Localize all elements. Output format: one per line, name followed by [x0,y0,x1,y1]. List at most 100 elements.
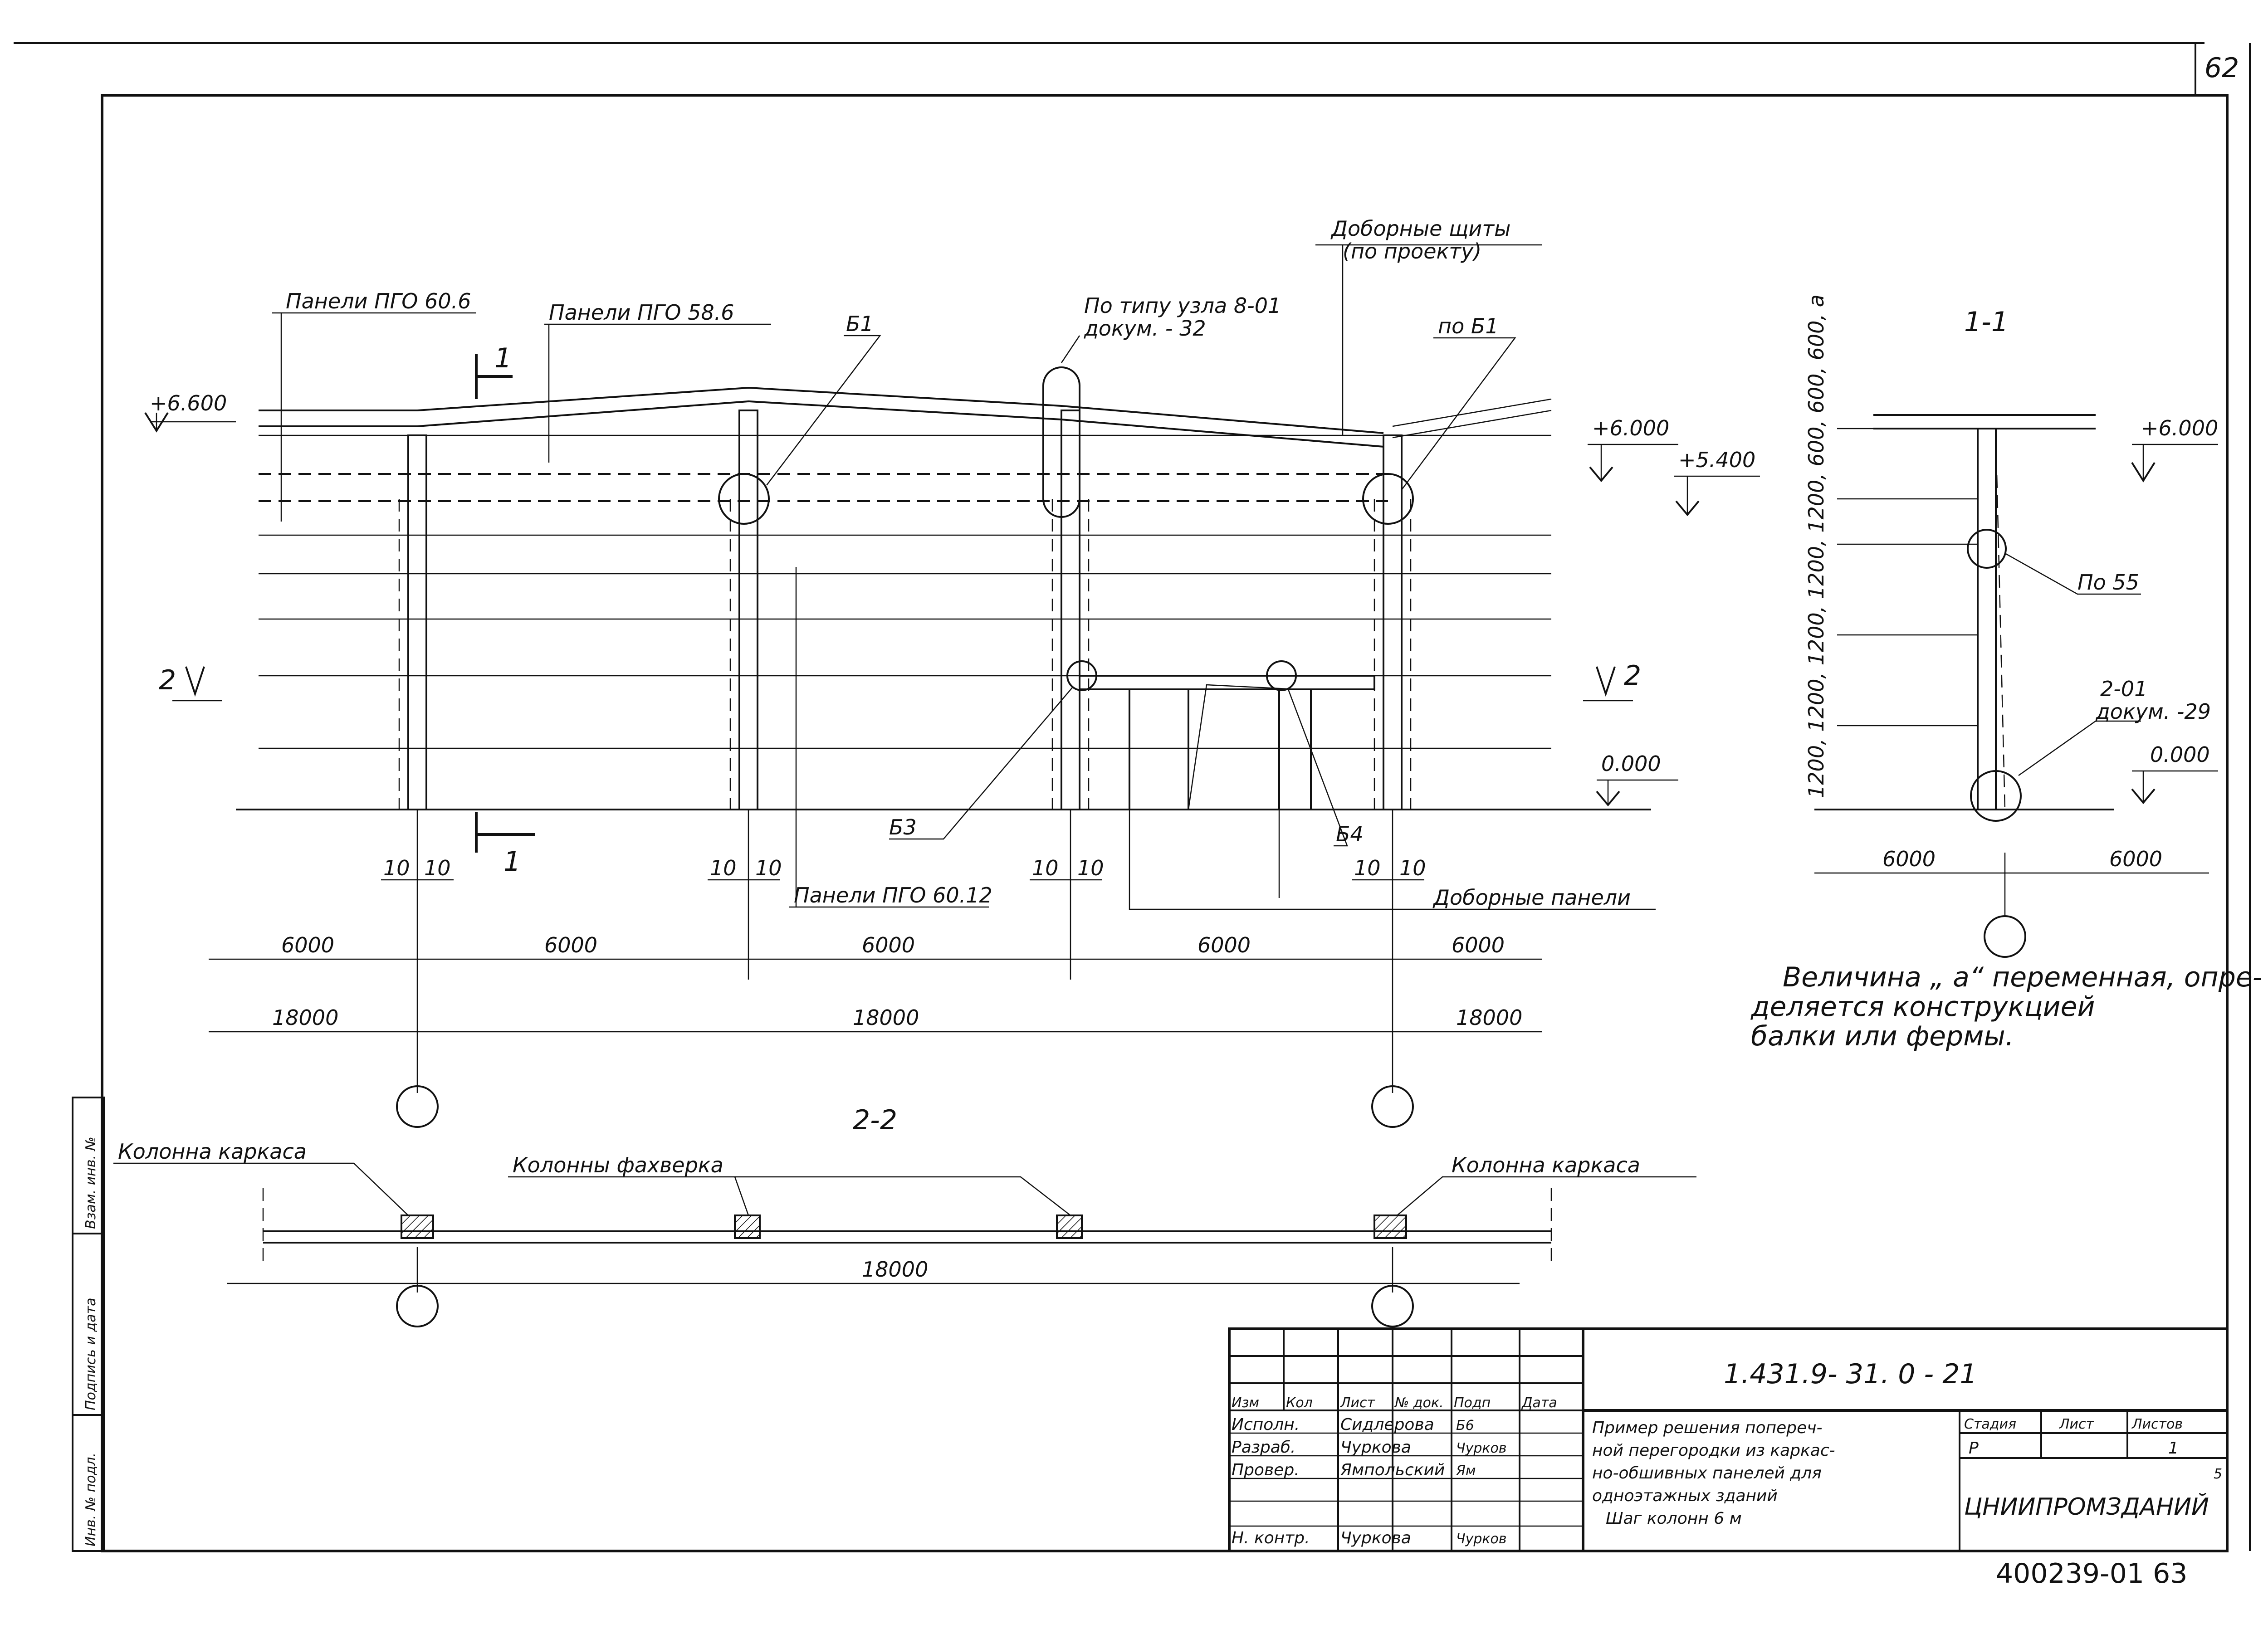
role-row-1: Исполн. [1232,1415,1300,1434]
dim-18000-1: 18000 [272,1005,338,1030]
role-row-4: Н. контр. [1232,1529,1310,1547]
hdr-sign: Подп [1454,1395,1491,1411]
node-55-circle [1967,529,2007,569]
s11-ref-55: По 55 [2077,570,2139,595]
offset-5: 10 [1032,856,1059,880]
sheet-number: 62 [2204,52,2239,84]
panel-joints [236,534,1651,810]
label-panels-pgo-58-6: Панели ПГО 58.6 [549,300,734,325]
desc-line-5: Шаг колонн 6 м [1606,1509,1742,1528]
hdr-izm: Изм [1232,1395,1259,1411]
section-marks [172,354,1633,853]
s22-axis-bubble-left [396,1285,439,1327]
s11-ref-2-01-line2: докум. -29 [2095,699,2211,724]
label-node-type-line1: По типу узла 8-01 [1084,293,1281,318]
column-frame-right-section [1374,1215,1407,1239]
axis-bubble-left [396,1085,439,1128]
desc-line-2: ной перегородки из каркас- [1592,1441,1835,1460]
stamp-sign-date: Подпись и дата [83,1298,99,1411]
s11-note-line1: Величина „ а“ переменная, опре- [1783,961,2262,993]
hdr-list: Лист [1340,1395,1376,1411]
role-row-2: Разраб. [1232,1438,1295,1457]
stamp-inv-no: Инв. № подл. [83,1453,99,1546]
sign-row-4: Чурков [1456,1531,1507,1547]
dim-6000-5: 6000 [1452,933,1505,957]
dim-18000-3: 18000 [1456,1005,1522,1030]
column-offset-dims [381,810,1424,1093]
node-2-01-circle [1970,770,2022,822]
hdr-date: Дата [1521,1395,1557,1411]
name-row-3: Ямпольский [1340,1461,1445,1479]
sheets-value: 1 [2168,1439,2179,1458]
offset-8: 10 [1399,856,1426,880]
sheet-label: Лист [2059,1416,2095,1432]
stage-value: Р [1969,1439,1979,1458]
offset-1: 10 [383,856,410,880]
label-node-b4: Б4 [1336,822,1364,846]
offset-3: 10 [710,856,737,880]
s11-vertical-dims: 1200, 1200, 1200, 1200, 1200, 600, 600, … [1804,294,1828,798]
sheet-frame: 62 [14,42,2251,1552]
section-1-top: 1 [494,342,512,374]
sign-row-1: Б6 [1456,1418,1474,1434]
node-b4-circle [1266,660,1297,691]
label-columns-fachwerk: Колонны фахверка [513,1153,723,1177]
sheets-label: Листов [2131,1416,2183,1432]
sign-row-2: Чурков [1456,1440,1507,1456]
offset-7: 10 [1354,856,1381,880]
s11-dim-right: 6000 [2109,847,2162,871]
offset-2: 10 [424,856,451,880]
s11-note-line2: деляется конструкцией [1750,991,2095,1023]
s22-axis-bubble-right [1371,1285,1414,1327]
stage-label: Стадия [1964,1416,2016,1432]
stamp-replace-inv: Взам. инв. № [83,1136,99,1229]
dim-6000-4: 6000 [1198,933,1251,957]
columns [398,410,1412,810]
label-extra-panels: Доборные панели [1432,885,1631,910]
bottom-code: 400239-01 63 [1996,1558,2187,1590]
desc-line-3: но-обшивных панелей для [1592,1464,1822,1483]
organization: ЦНИИПРОМЗДАНИЙ [1964,1493,2209,1521]
column-fachwerk-1 [734,1215,761,1239]
dimension-rows [209,958,1542,1033]
name-row-4: Чуркова [1340,1529,1411,1547]
s11-level-top: +6.000 [2141,416,2218,440]
dim-6000-1: 6000 [281,933,334,957]
node-8-01-marker [1042,366,1080,518]
node-b3-circle [1066,660,1097,691]
level-right-top: +6.000 [1592,416,1669,440]
label-panels-pgo-60-12: Панели ПГО 60.12 [794,883,992,907]
name-row-1: Сидлерова [1340,1415,1434,1434]
offset-6: 10 [1077,856,1104,880]
level-right-mid: +5.400 [1678,448,1755,472]
sign-row-3: Ям [1456,1463,1476,1479]
node-per-b1-circle [1362,473,1414,525]
hdr-kol: Кол [1286,1395,1313,1411]
role-row-3: Провер. [1232,1461,1300,1479]
section-1-bottom: 1 [503,846,521,878]
level-left-top: +6.600 [150,391,227,415]
label-node-type-line2: докум. - 32 [1084,316,1206,341]
doc-code: 1.431.9- 31. 0 - 21 [1724,1358,1977,1390]
leaders [272,244,1656,910]
label-node-b1: Б1 [846,312,874,336]
section-2-right: 2 [1624,660,1641,692]
roof-panels [259,386,1552,448]
section-1-1-title: 1-1 [1964,306,2009,338]
s11-axis-bubble [1984,915,2026,958]
small-mark: 5 [2214,1466,2222,1482]
offset-4: 10 [755,856,782,880]
name-row-2: Чуркова [1340,1438,1411,1457]
label-extra-shields-line1: Доборные щиты [1330,216,1510,241]
section-2-2-view: 2-2 Колонна каркаса Колонны фахверка Кол… [113,1104,1696,1327]
s11-level-zero: 0.000 [2150,742,2210,767]
desc-line-1: Пример решения попереч- [1592,1419,1823,1437]
hdr-doc-no: № док. [1394,1395,1444,1411]
level-marks [144,412,1760,807]
label-node-b3: Б3 [889,815,917,839]
column-frame-left-section [401,1215,434,1239]
label-column-frame-left: Колонна каркаса [118,1139,307,1164]
desc-line-4: одноэтажных зданий [1592,1487,1778,1505]
column-fachwerk-2 [1056,1215,1083,1239]
